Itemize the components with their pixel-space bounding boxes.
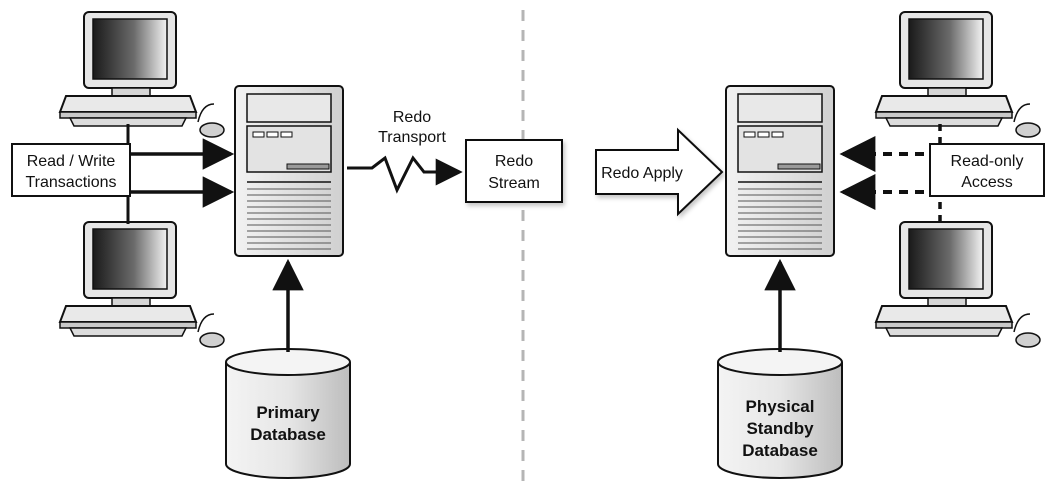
- read-only-label-box: Read-only Access: [929, 143, 1045, 197]
- redo-stream-label-line1: Redo: [495, 153, 533, 170]
- read-only-label-line1: Read-only: [951, 153, 1024, 170]
- redo-apply-label: Redo Apply: [601, 165, 683, 182]
- redo-apply-arrow: [595, 127, 724, 217]
- primary-database-label-line1: Primary: [256, 403, 320, 422]
- primary-server-icon: [234, 85, 344, 257]
- reporting-workstation-icon: [875, 11, 1041, 138]
- standby-server-icon: [725, 85, 835, 257]
- client-workstation-icon: [59, 11, 225, 138]
- redo-transport-label-line1: Redo: [393, 109, 431, 126]
- read-write-label-line1: Read / Write: [27, 153, 116, 170]
- read-write-label-box: Read / Write Transactions: [11, 143, 131, 197]
- standby-database-label-line2: Standby: [746, 419, 814, 438]
- redo-transport-label-line2: Transport: [378, 129, 446, 146]
- redo-stream-label-line2: Stream: [488, 175, 540, 192]
- read-only-label-line2: Access: [961, 174, 1013, 191]
- redo-stream-box: [465, 139, 563, 203]
- client-workstation-icon: [59, 221, 225, 348]
- standby-database-label-line1: Physical: [746, 397, 815, 416]
- primary-database-label-line2: Database: [250, 425, 326, 444]
- read-write-label-line2: Transactions: [26, 174, 117, 191]
- redo-transport-arrow: [347, 155, 463, 194]
- reporting-workstation-icon: [875, 221, 1041, 348]
- standby-database-label-line3: Database: [742, 441, 818, 460]
